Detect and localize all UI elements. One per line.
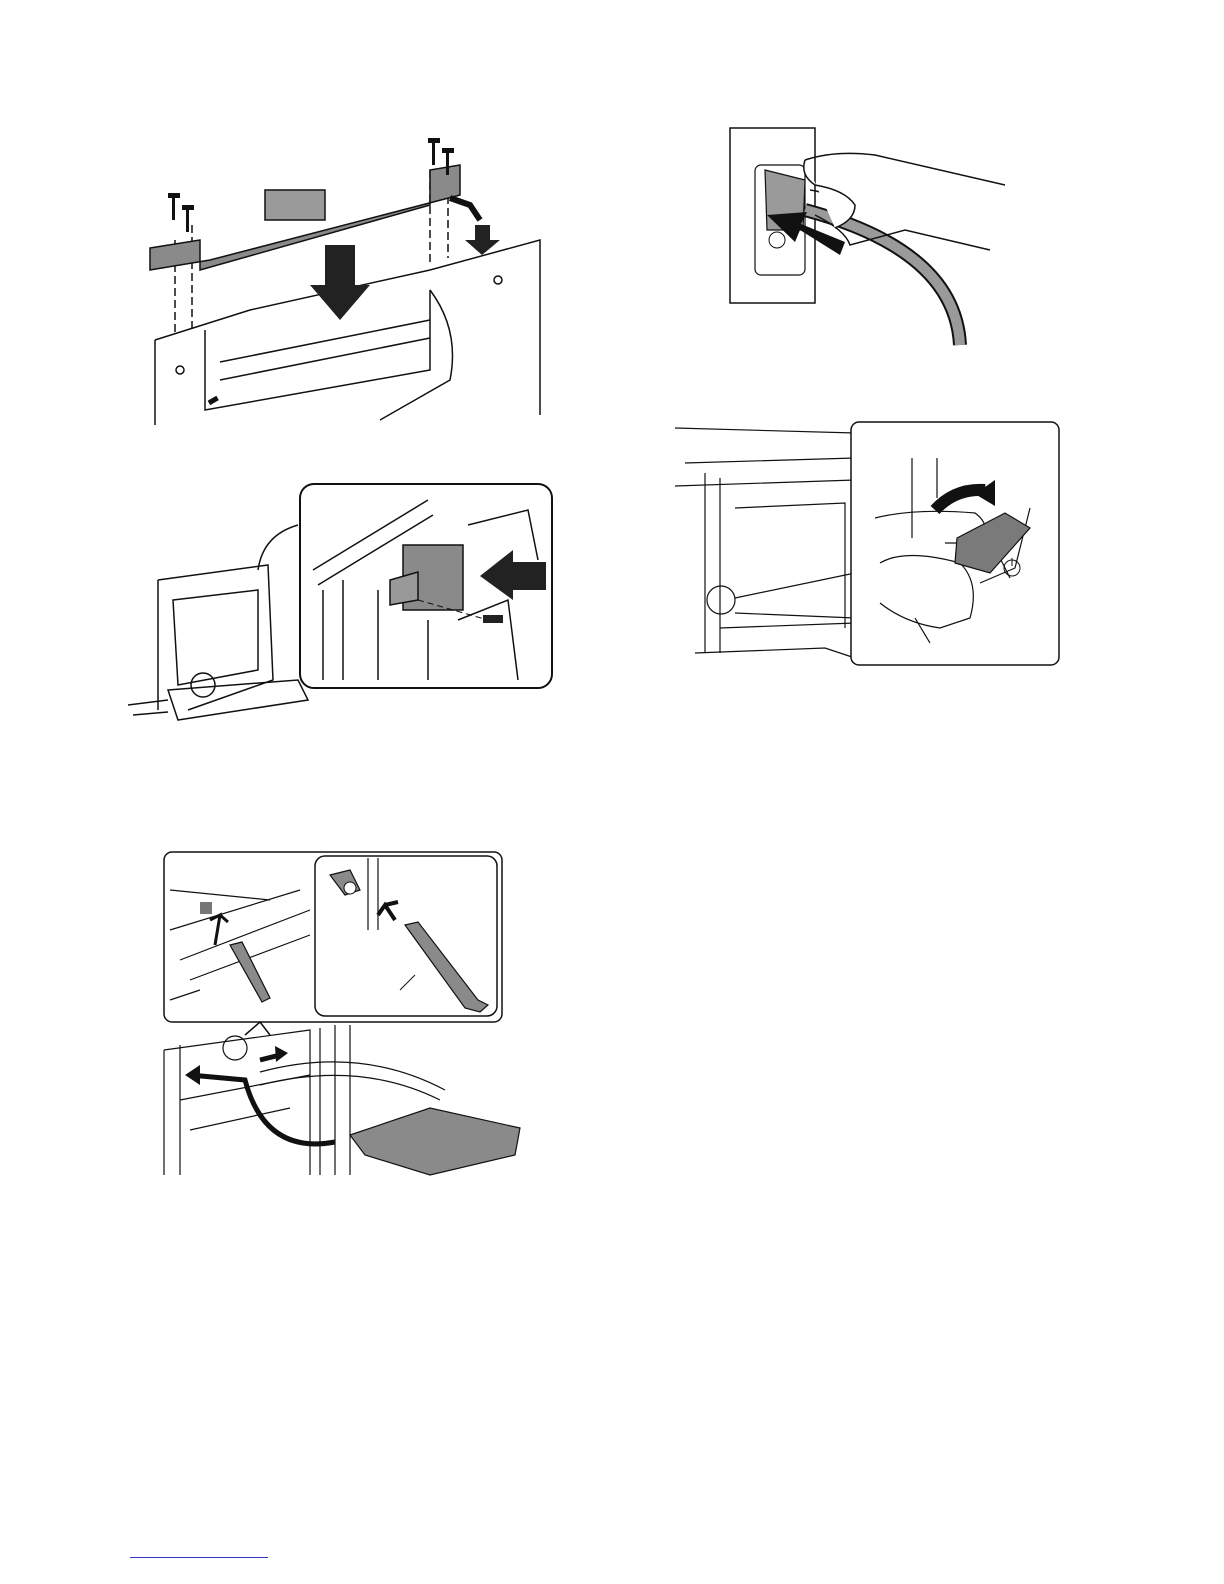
power-plug-outlet-illustration: [705, 120, 1025, 350]
power-switch-on-illustration: [675, 418, 1065, 668]
figure-sensor-lever-tray: [160, 850, 530, 1180]
figure-power-switch: [675, 418, 1065, 668]
figure-bracket-install: [130, 130, 550, 430]
bracket-screws-install-illustration: [130, 130, 550, 430]
footer-link-rule: [130, 1557, 268, 1558]
sensor-lever-tray-illustration: [160, 850, 530, 1180]
connector-insert-illustration: [128, 480, 558, 730]
figure-connector-insert: [128, 480, 558, 730]
figure-power-plug: [705, 120, 1025, 350]
